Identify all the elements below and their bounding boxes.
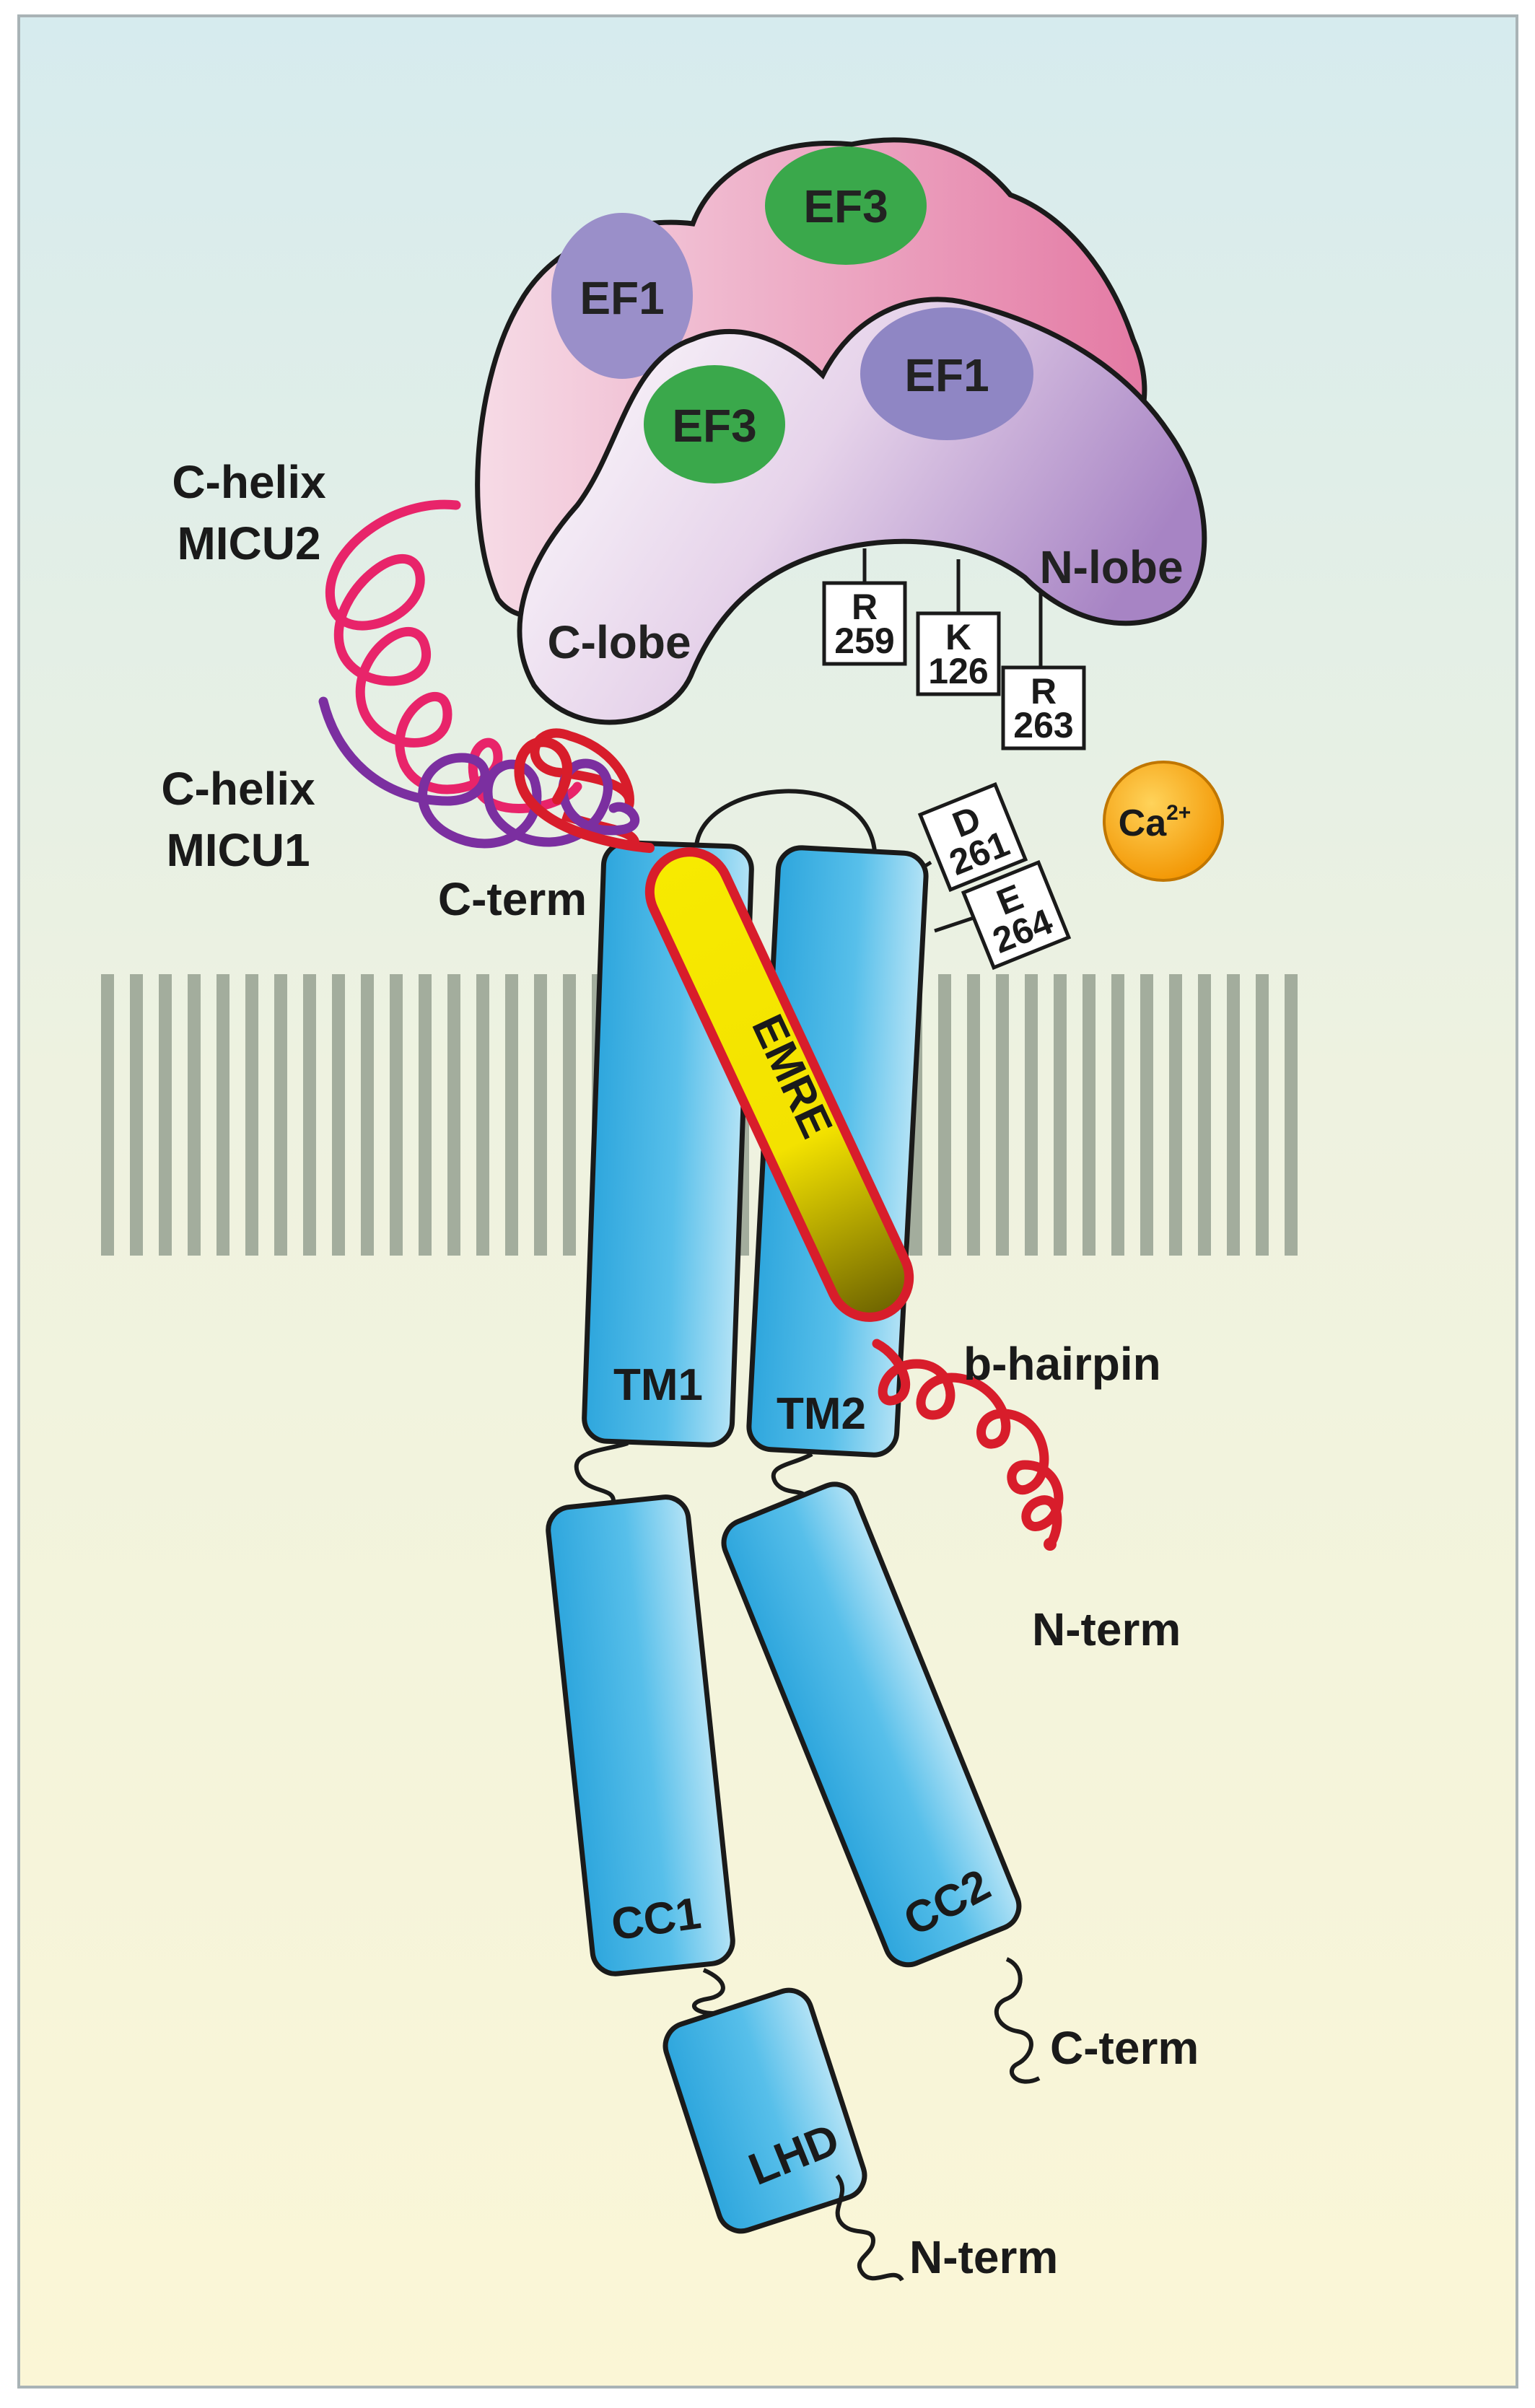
calcium-ion: Ca2+ (1103, 761, 1224, 882)
svg-text:259: 259 (834, 621, 894, 661)
emre-b-hairpin-label: b-hairpin (963, 1338, 1161, 1390)
mcu-tm2-label: TM2 (777, 1389, 866, 1439)
mcu-cc1-label: CC1 (608, 1888, 704, 1951)
svg-text:263: 263 (1013, 705, 1073, 745)
emre-b-hairpin (872, 1339, 1064, 1549)
membrane-lipid (159, 974, 172, 1256)
membrane-lipid (130, 974, 143, 1256)
micu2-ef3-domain (765, 146, 927, 265)
micu1-ef1-label: EF1 (904, 349, 989, 401)
mcu-c-term-label: C-term (1050, 2022, 1199, 2074)
residue-e264: E 264 (961, 859, 1072, 971)
micu2-ef1-label: EF1 (580, 272, 664, 324)
emre-helix (644, 847, 914, 1322)
membrane-lipid (101, 974, 114, 1256)
membrane-lipid (967, 974, 980, 1256)
membrane-lipid (1054, 974, 1067, 1256)
mcu-tm1-label: TM1 (613, 1360, 703, 1410)
membrane-lipid (534, 974, 547, 1256)
micu1-ef1-domain (860, 307, 1033, 440)
svg-text:R: R (1031, 671, 1057, 712)
membrane-lipid (332, 974, 345, 1256)
membrane-lipid (447, 974, 460, 1256)
micu1-ef3-domain (644, 365, 785, 483)
membrane-lipid (1025, 974, 1038, 1256)
membrane-lipid (1111, 974, 1124, 1256)
membrane-lipid (1227, 974, 1240, 1256)
emre-c-term-label: C-term (438, 873, 587, 925)
membrane-lipid (419, 974, 432, 1256)
micu2-c-helix (325, 499, 582, 813)
mcu-n-term-label: N-term (909, 2231, 1058, 2283)
mcu-n-term-tail (835, 2174, 904, 2282)
svg-text:K: K (945, 617, 971, 657)
tm-loop (694, 789, 877, 852)
cc1-lhd-linker (691, 1968, 725, 2015)
mcu-cc2-helix (721, 1481, 1022, 1968)
micu2-ef1-domain (551, 213, 693, 379)
membrane-lipid (361, 974, 374, 1256)
svg-text:Ca2+: Ca2+ (1119, 801, 1191, 844)
residue-r259: R 259 (822, 581, 907, 666)
membrane-lipid (476, 974, 489, 1256)
membrane-lipid (938, 974, 951, 1256)
micu1-c-helix-label-line2: MICU1 (166, 824, 310, 876)
mcu-c-term-tail (994, 1957, 1041, 2084)
membrane-lipid (1140, 974, 1153, 1256)
membrane-lipid (1083, 974, 1096, 1256)
membrane-lipid (390, 974, 403, 1256)
micu1-ef3-label: EF3 (672, 400, 756, 452)
membrane-lipid (188, 974, 201, 1256)
svg-text:126: 126 (928, 651, 988, 691)
svg-text:R: R (852, 587, 878, 627)
emre-c-term-front (514, 737, 655, 853)
micu1-n-lobe-label: N-lobe (1039, 541, 1183, 593)
membrane-lipid (217, 974, 229, 1256)
membrane-lipid (1198, 974, 1211, 1256)
membrane-lipid (274, 974, 287, 1256)
micu1-c-lobe-label: C-lobe (547, 616, 691, 668)
emre-n-term-end (1044, 1538, 1057, 1551)
micu2-c-helix-label-line2: MICU2 (177, 517, 320, 569)
membrane-lipid (996, 974, 1009, 1256)
emre-n-term-label: N-term (1032, 1603, 1181, 1655)
mcu-cc1-helix (546, 1494, 735, 1976)
membrane-lipid (1256, 974, 1269, 1256)
membrane-lipid (563, 974, 576, 1256)
residue-k126: K 126 (916, 611, 1001, 696)
residue-r263: R 263 (1001, 665, 1086, 750)
mcu-lhd-domain (662, 1987, 867, 2234)
membrane-lipid (245, 974, 258, 1256)
micu2-ef3-label: EF3 (803, 180, 888, 232)
membrane-lipid (303, 974, 316, 1256)
micu1-c-helix-label-line1: C-helix (161, 763, 315, 815)
membrane-lipid (1169, 974, 1182, 1256)
membrane-lipid (1285, 974, 1298, 1256)
micu2-c-helix-label-line1: C-helix (172, 456, 326, 508)
membrane-lipid (505, 974, 518, 1256)
